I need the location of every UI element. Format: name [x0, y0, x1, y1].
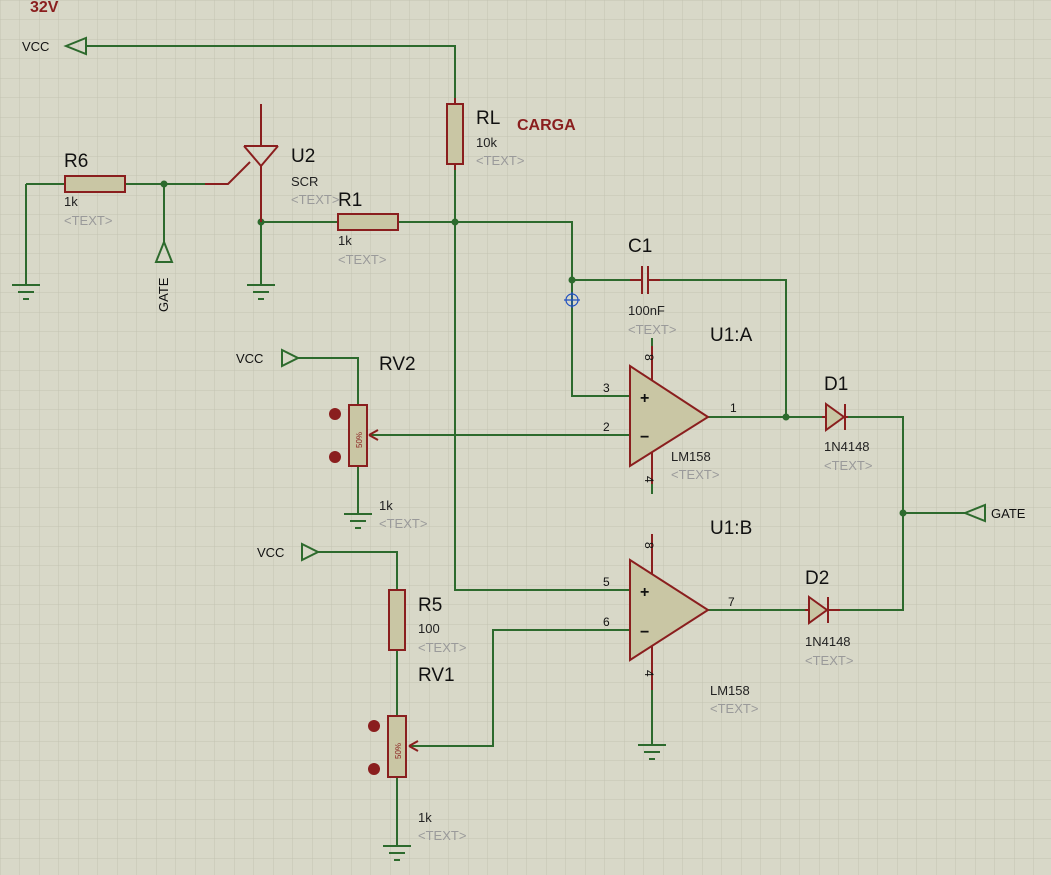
rv2-ref: RV2 — [379, 354, 416, 375]
vcc-terminal-top-label: VCC — [22, 39, 49, 54]
opamp-u1a[interactable]: + − 3 2 1 8 4 U1:A LM158 <TEXT> — [603, 325, 753, 484]
u1a-plus-sign: + — [640, 390, 649, 407]
d1-text: <TEXT> — [824, 458, 872, 473]
u1b-value: LM158 — [710, 683, 750, 698]
resistor-r1[interactable]: R1 1k <TEXT> — [337, 190, 399, 267]
u2-value: SCR — [291, 174, 318, 189]
ground-symbols — [12, 284, 666, 861]
ground-icon — [344, 513, 372, 529]
rl-value: 10k — [476, 135, 497, 150]
u1a-value: LM158 — [671, 449, 711, 464]
vcc-terminal-top[interactable]: VCC — [22, 36, 87, 56]
d2-text: <TEXT> — [805, 653, 853, 668]
supply-voltage-label: 32V — [30, 0, 59, 16]
c1-ref: C1 — [628, 236, 652, 257]
u1b-ref: U1:B — [710, 518, 752, 539]
u1b-minus-sign: − — [640, 624, 649, 641]
gate-terminal-in[interactable]: GATE — [154, 239, 174, 312]
rl-ref: RL — [476, 108, 500, 129]
capacitor-c1[interactable]: C1 100nF <TEXT> — [628, 236, 676, 337]
u1b-pin4: 4 — [642, 670, 656, 677]
gate-terminal-out-label: GATE — [991, 506, 1026, 521]
u1b-plus-sign: + — [640, 584, 649, 601]
wires — [25, 45, 965, 846]
ground-icon — [638, 744, 666, 760]
rv2-value: 1k — [379, 498, 393, 513]
d1-value: 1N4148 — [824, 439, 870, 454]
opamp-u1b[interactable]: + − 5 6 7 8 4 U1:B LM158 <TEXT> — [603, 518, 758, 716]
ground-icon — [383, 845, 411, 861]
vcc-terminal-rv2-label: VCC — [236, 351, 263, 366]
u1b-pin5: 5 — [603, 575, 610, 589]
r5-text: <TEXT> — [418, 640, 466, 655]
u1a-text: <TEXT> — [671, 467, 719, 482]
r6-text: <TEXT> — [64, 213, 112, 228]
vcc-terminal-rv2[interactable]: VCC — [236, 348, 301, 368]
diode-d2[interactable]: D2 1N4148 <TEXT> — [805, 568, 853, 668]
u1a-minus-sign: − — [640, 429, 649, 446]
gate-terminal-in-label: GATE — [156, 277, 171, 312]
ground-icon — [12, 284, 40, 300]
load-annotation: CARGA — [517, 117, 576, 134]
resistor-r5[interactable]: R5 100 <TEXT> — [388, 589, 466, 655]
d2-value: 1N4148 — [805, 634, 851, 649]
u1b-text: <TEXT> — [710, 701, 758, 716]
junction-dots — [160, 180, 907, 517]
u1a-pin4: 4 — [642, 476, 656, 483]
scr-u2[interactable]: U2 SCR <TEXT> — [205, 104, 339, 222]
probe-marker[interactable] — [564, 292, 580, 308]
u1b-pin8: 8 — [642, 542, 656, 549]
r1-text: <TEXT> — [338, 252, 386, 267]
rv2-wiper-position: 50% — [355, 432, 364, 448]
u1b-pin7: 7 — [728, 595, 735, 609]
diode-d1[interactable]: D1 1N4148 <TEXT> — [822, 374, 872, 473]
rl-text: <TEXT> — [476, 153, 524, 168]
vcc-terminal-r5[interactable]: VCC — [257, 542, 321, 562]
r1-value: 1k — [338, 233, 352, 248]
r6-value: 1k — [64, 194, 78, 209]
c1-text: <TEXT> — [628, 322, 676, 337]
rv2-text: <TEXT> — [379, 516, 427, 531]
gate-terminal-out[interactable]: GATE — [962, 503, 1026, 523]
d1-ref: D1 — [824, 374, 848, 395]
u1a-pin2: 2 — [603, 420, 610, 434]
u2-text: <TEXT> — [291, 192, 339, 207]
resistor-r6[interactable]: R6 1k <TEXT> — [64, 151, 126, 228]
u1a-pin8: 8 — [642, 354, 656, 361]
r5-value: 100 — [418, 621, 440, 636]
r6-ref: R6 — [64, 151, 88, 172]
u1b-pin6: 6 — [603, 615, 610, 629]
potentiometer-rv2[interactable]: 50% RV2 1k <TEXT> — [329, 354, 427, 531]
r5-ref: R5 — [418, 595, 442, 616]
u2-ref: U2 — [291, 146, 315, 167]
potentiometer-rv1[interactable]: 50% RV1 1k <TEXT> — [368, 665, 466, 843]
rv1-wiper-position: 50% — [394, 743, 403, 759]
d2-ref: D2 — [805, 568, 829, 589]
rv1-ref: RV1 — [418, 665, 455, 686]
u1a-pin1: 1 — [730, 401, 737, 415]
c1-value: 100nF — [628, 303, 665, 318]
rv1-value: 1k — [418, 810, 432, 825]
resistor-rl[interactable]: RL 10k <TEXT> — [446, 98, 524, 170]
u1a-pin3: 3 — [603, 381, 610, 395]
ground-icon — [247, 284, 275, 300]
rv1-text: <TEXT> — [418, 828, 466, 843]
r1-ref: R1 — [338, 190, 362, 211]
u1a-ref: U1:A — [710, 325, 753, 346]
vcc-terminal-r5-label: VCC — [257, 545, 284, 560]
